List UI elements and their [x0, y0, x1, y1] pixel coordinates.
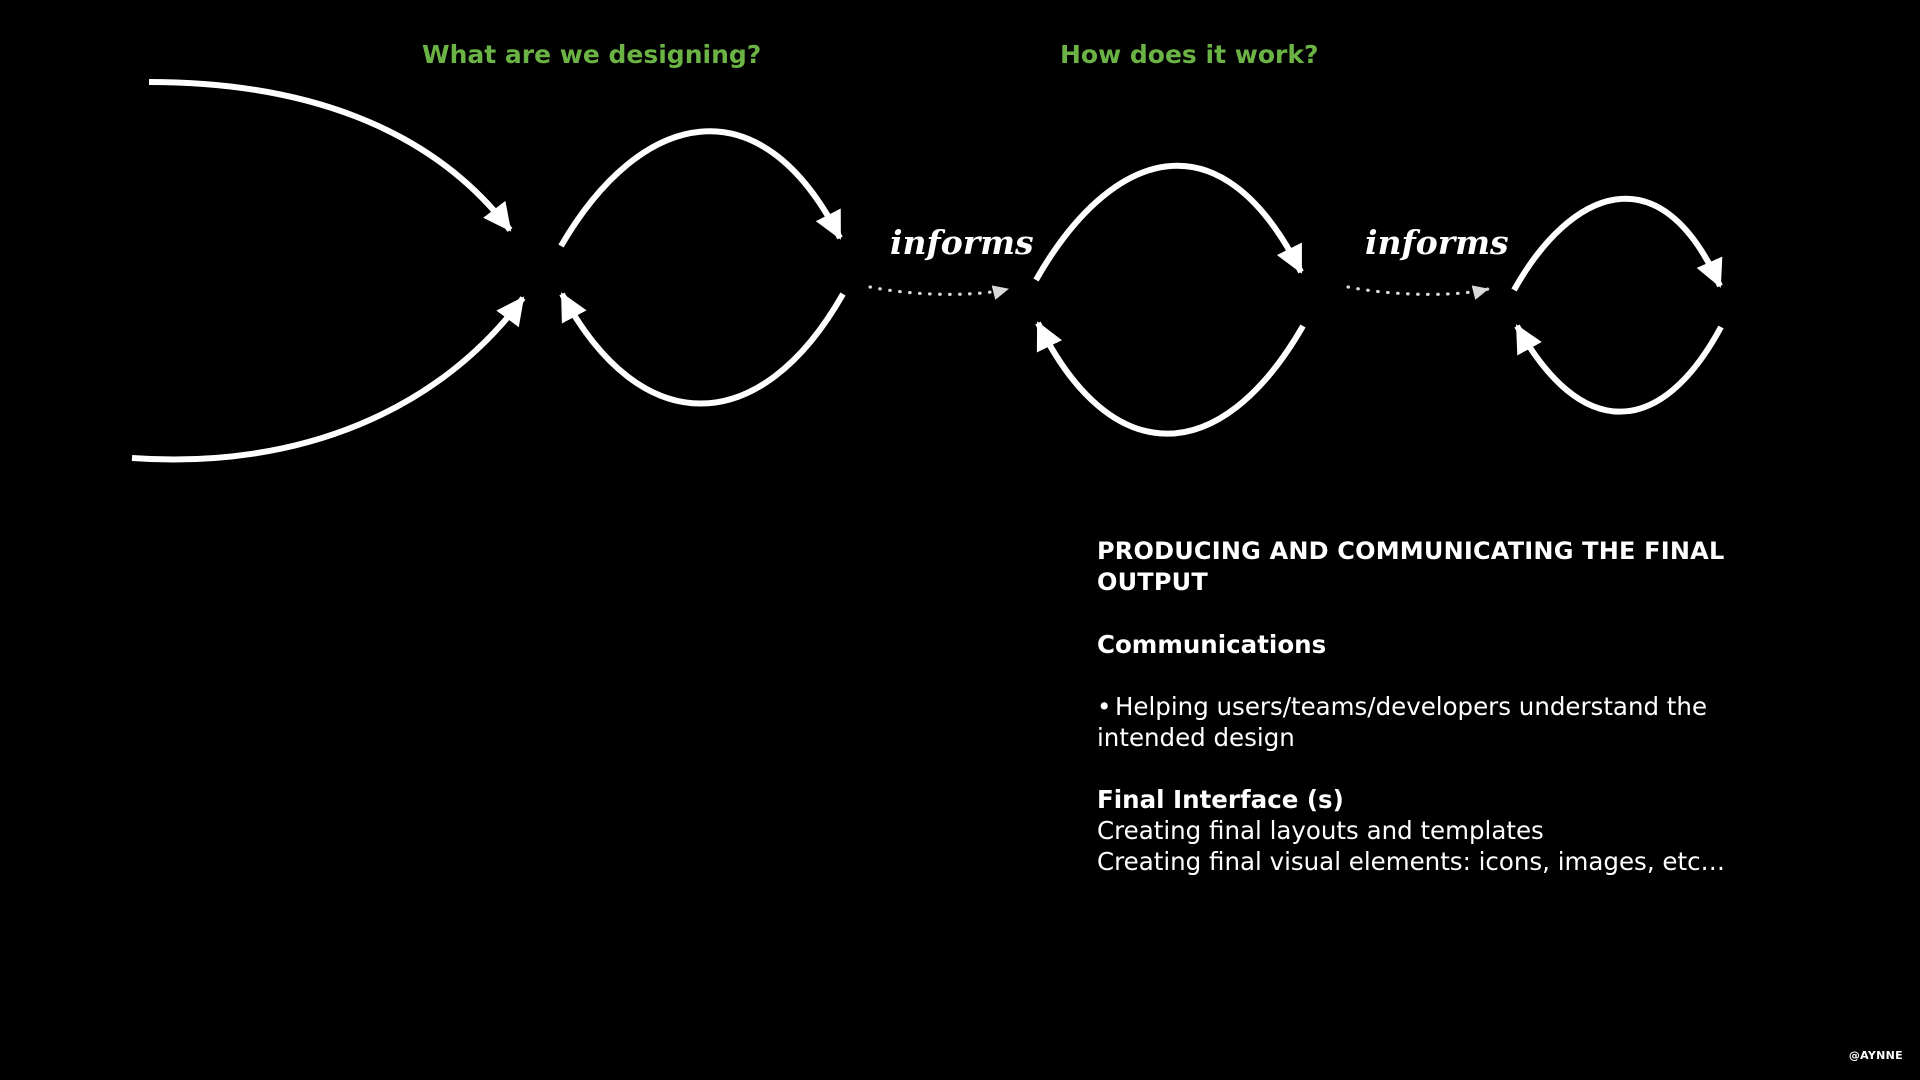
loop2-bottom-arrow — [1035, 321, 1306, 437]
final-output-text-block: PRODUCING AND COMMUNICATING THE FINAL OU… — [1097, 536, 1797, 877]
communications-bullet-line1: Helping users/teams/developers understan… — [1115, 692, 1708, 721]
loop2-top-arrow — [1033, 162, 1304, 282]
final-output-title-line1: PRODUCING AND COMMUNICATING THE FINAL — [1097, 537, 1725, 565]
bullet-marker: • — [1097, 692, 1112, 721]
informs-label-1: informs — [890, 223, 1034, 262]
final-interface-line1: Creating final layouts and templates — [1097, 816, 1544, 845]
final-interface-heading: Final Interface (s) — [1097, 785, 1344, 814]
communications-bullet-line2: intended design — [1097, 723, 1295, 752]
final-output-title: PRODUCING AND COMMUNICATING THE FINAL OU… — [1097, 536, 1797, 598]
informs-label-2: informs — [1365, 223, 1509, 262]
loop3-top-arrow — [1511, 195, 1723, 292]
converging-arrow-bottom — [131, 296, 526, 463]
converging-arrow-top — [148, 79, 513, 232]
final-output-title-line2: OUTPUT — [1097, 568, 1208, 596]
heading-what-are-we-designing: What are we designing? — [422, 40, 762, 69]
author-credit: @AYNNE — [1848, 1049, 1903, 1062]
informs-connector-1 — [868, 285, 1010, 300]
final-interface-lines: Creating final layouts and templates Cre… — [1097, 815, 1797, 877]
communications-heading: Communications — [1097, 630, 1327, 659]
informs-connector-2 — [1346, 285, 1490, 300]
loop3-bottom-arrow — [1514, 324, 1724, 415]
final-interface-line2: Creating final visual elements: icons, i… — [1097, 847, 1726, 876]
communications-bullet: •Helping users/teams/developers understa… — [1097, 691, 1797, 753]
loop1-top-arrow — [558, 128, 843, 248]
heading-how-does-it-work: How does it work? — [1060, 40, 1319, 69]
loop1-bottom-arrow — [559, 292, 846, 407]
